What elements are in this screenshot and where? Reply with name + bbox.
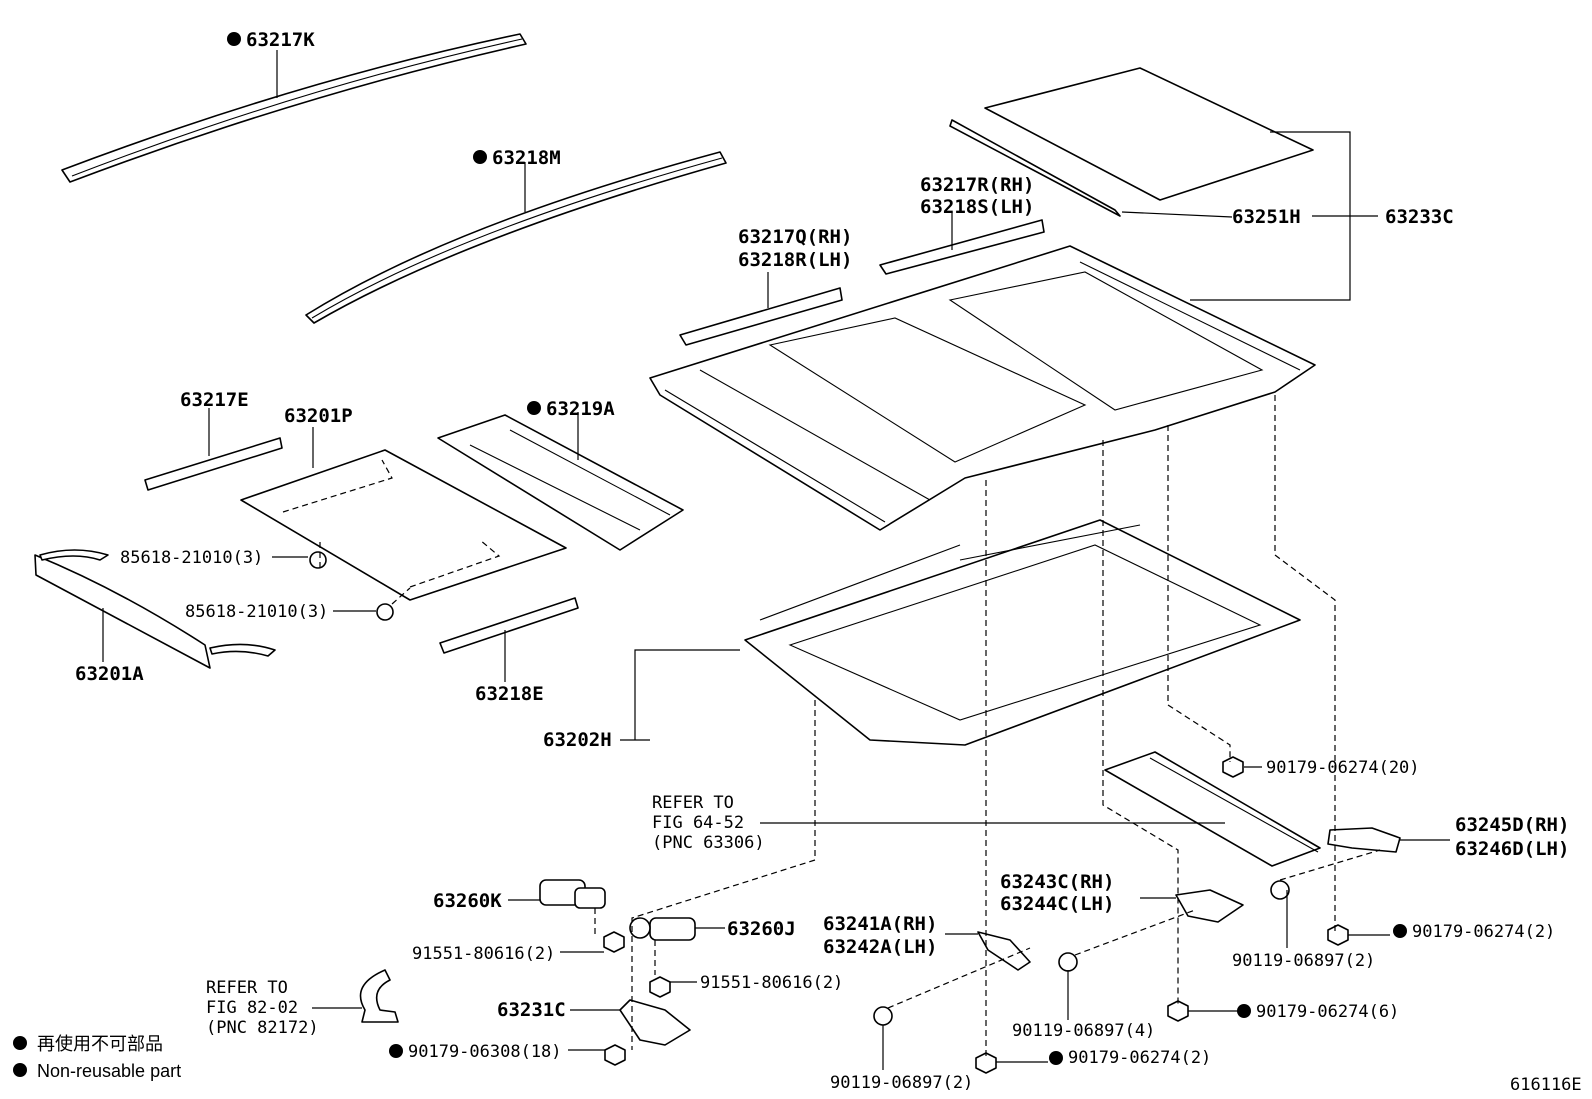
label-63219A: 63219A <box>546 398 615 420</box>
dashed-assembly-lines <box>319 395 1381 1058</box>
label-90179-06274-20: 90179-06274(20) <box>1266 758 1420 778</box>
label-63217E: 63217E <box>180 389 249 411</box>
label-63217R-rh: 63217R(RH) <box>920 174 1034 196</box>
label-63201A: 63201A <box>75 663 144 685</box>
label-63217K: 63217K <box>246 29 315 51</box>
part-63201A-trim <box>34 549 276 669</box>
label-63218S-lh: 63218S(LH) <box>920 196 1034 218</box>
label-85618-b: 85618-21010(3) <box>185 602 328 622</box>
label-85618-a: 85618-21010(3) <box>120 548 263 568</box>
label-63231C: 63231C <box>497 999 566 1021</box>
label-63260J: 63260J <box>727 918 796 940</box>
part-63260J-motor <box>629 917 696 941</box>
part-63243C-bracket <box>1175 889 1244 923</box>
label-90179-06274-2-a: 90179-06274(2) <box>1412 922 1555 942</box>
label-63218M: 63218M <box>492 147 561 169</box>
label-90119-06897-2-b: 90119-06897(2) <box>830 1073 973 1093</box>
part-82172-clip <box>359 969 399 1023</box>
part-63306-sunshade <box>1104 751 1321 867</box>
label-refer-fig-64-52-line2: FIG 64-52 <box>652 813 744 833</box>
part-63201P-headliner <box>240 449 567 601</box>
label-63243C-rh: 63243C(RH) <box>1000 871 1114 893</box>
part-63218E-strip <box>439 597 579 654</box>
part-63245D-arm <box>1327 827 1401 853</box>
label-90179-06308-18: 90179-06308(18) <box>408 1042 562 1062</box>
leader-lines <box>102 50 1450 1070</box>
part-63218M-rail <box>305 151 727 324</box>
part-85618-clip-b <box>376 603 394 621</box>
label-refer-fig-82-02-line2: FIG 82-02 <box>206 998 298 1018</box>
part-63219A-reinforcement <box>437 414 684 551</box>
non-reusable-markers <box>13 32 1407 1077</box>
label-refer-fig-64-52-line3: (PNC 63306) <box>652 833 765 853</box>
label-63260K: 63260K <box>433 890 502 912</box>
label-refer-fig-82-02-line3: (PNC 82172) <box>206 1018 319 1038</box>
label-63246D-lh: 63246D(LH) <box>1455 838 1569 860</box>
label-90119-06897-4: 90119-06897(4) <box>1012 1021 1155 1041</box>
part-63217Q-strip <box>679 287 843 346</box>
legend-line-english: Non-reusable part <box>37 1061 181 1081</box>
label-refer-fig-64-52-line1: REFER TO <box>652 793 734 813</box>
label-63201P: 63201P <box>284 405 353 427</box>
label-91551-80616-b: 91551-80616(2) <box>700 973 843 993</box>
label-63217Q-rh: 63217Q(RH) <box>738 226 852 248</box>
label-90179-06274-6: 90179-06274(6) <box>1256 1002 1399 1022</box>
label-63244C-lh: 63244C(LH) <box>1000 893 1114 915</box>
part-63231C-bracket <box>619 999 691 1046</box>
part-63217R-strip <box>879 219 1045 275</box>
label-refer-fig-82-02-line1: REFER TO <box>206 978 288 998</box>
label-63218R-lh: 63218R(LH) <box>738 249 852 271</box>
part-85618-clip-a <box>309 551 327 569</box>
part-63251H-glass <box>949 67 1314 217</box>
label-90119-06897-2-a: 90119-06897(2) <box>1232 951 1375 971</box>
part-63233C-housing <box>649 245 1316 531</box>
label-63233C: 63233C <box>1385 206 1454 228</box>
label-63241A-rh: 63241A(RH) <box>823 913 937 935</box>
label-90179-06274-2-b: 90179-06274(2) <box>1068 1048 1211 1068</box>
label-63202H: 63202H <box>543 729 612 751</box>
part-63241A-bracket <box>977 931 1031 971</box>
label-91551-80616-a: 91551-80616(2) <box>412 944 555 964</box>
part-63217K-rail <box>61 33 527 183</box>
label-63218E: 63218E <box>475 683 544 705</box>
label-63251H: 63251H <box>1232 206 1301 228</box>
legend-line-japanese: 再使用不可部品 <box>37 1034 163 1054</box>
part-63202H-frame <box>744 519 1301 746</box>
label-63245D-rh: 63245D(RH) <box>1455 814 1569 836</box>
part-63260K-motor <box>539 879 606 909</box>
figure-id: 616116E <box>1510 1075 1582 1095</box>
label-63242A-lh: 63242A(LH) <box>823 936 937 958</box>
part-63217E-strip <box>144 437 283 491</box>
